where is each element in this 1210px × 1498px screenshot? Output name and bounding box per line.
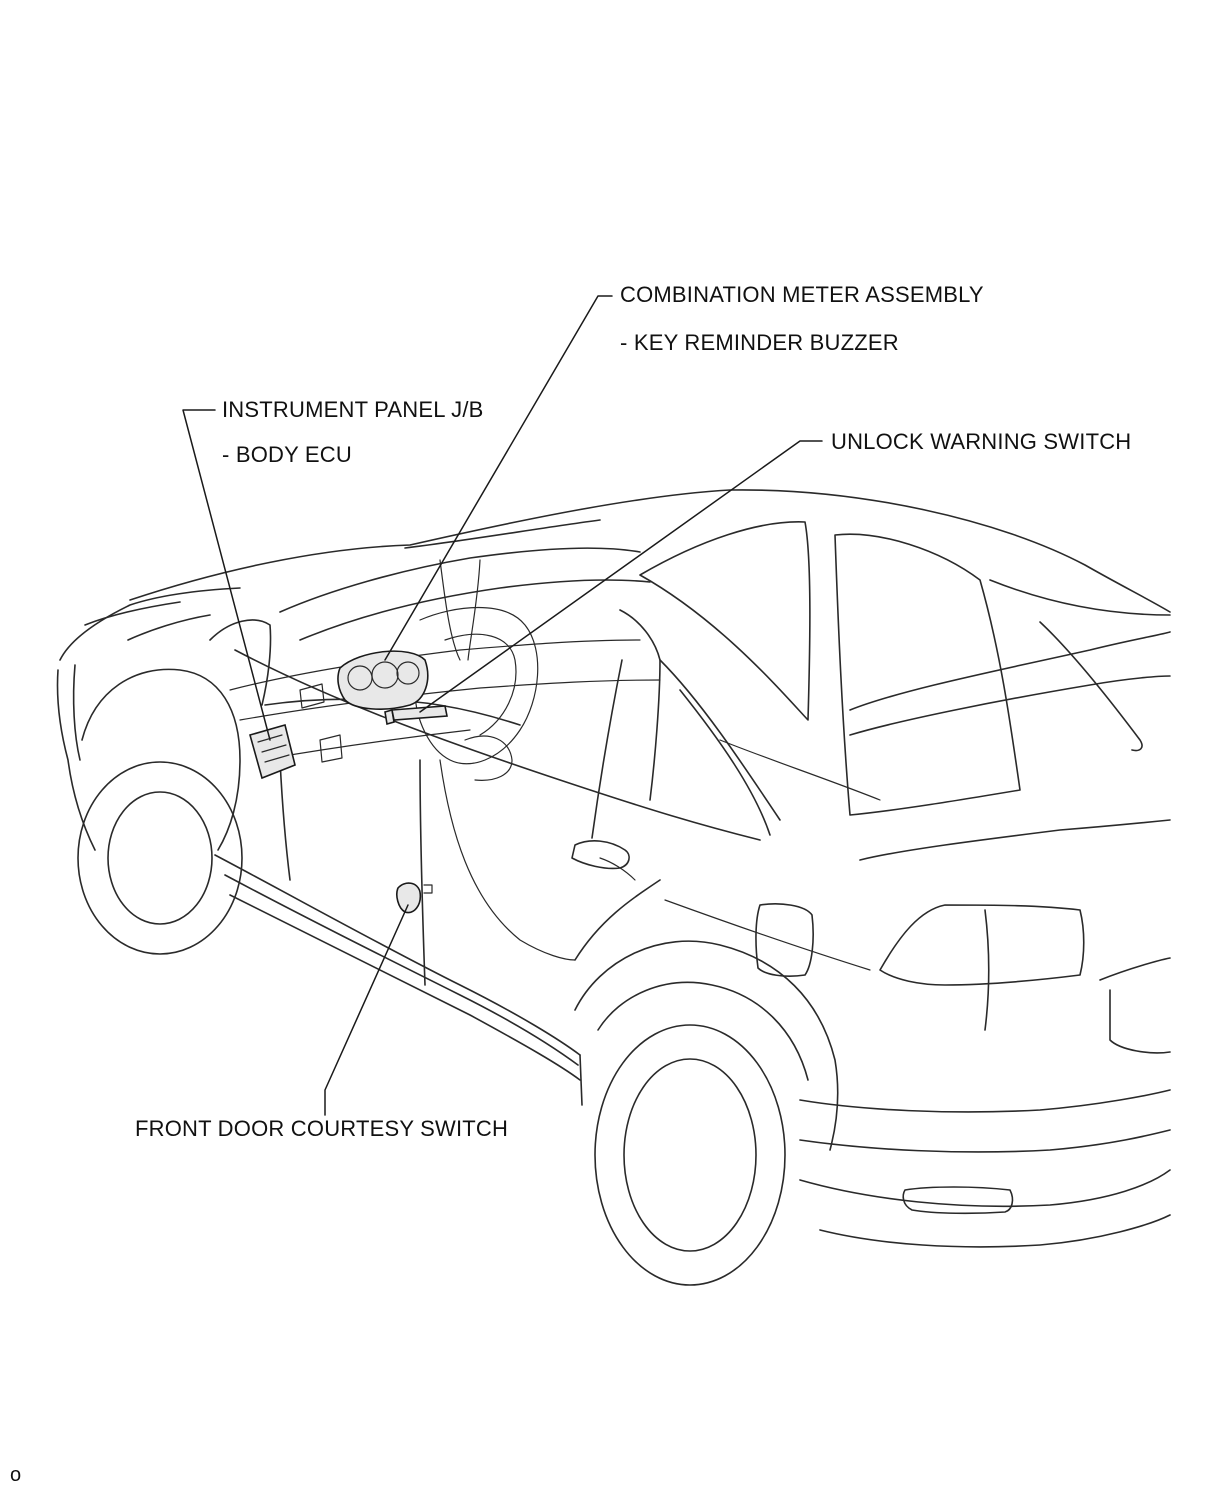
leader-instrument-panel [182,409,271,741]
body-ecu-label: - BODY ECU [222,442,352,467]
vehicle-body [56,489,1171,1286]
front-door-courtesy-switch-label: FRONT DOOR COURTESY SWITCH [135,1116,509,1141]
key-reminder-buzzer-label: - KEY REMINDER BUZZER [620,330,899,355]
instrument-panel-label: INSTRUMENT PANEL J/B [222,397,484,422]
combination-meter-label: COMBINATION METER ASSEMBLY [620,282,984,307]
unlock-warning-switch-label: UNLOCK WARNING SWITCH [831,429,1132,454]
instrument-panel-jb [249,724,296,780]
leader-front-door [324,904,409,1116]
leader-lines [182,295,823,1116]
page-marker: o [10,1464,22,1486]
combination-meter-assembly [337,650,429,710]
front-door-courtesy-switch [396,882,433,914]
leader-unlock-warning [419,440,823,713]
leader-combination-meter [384,295,613,661]
